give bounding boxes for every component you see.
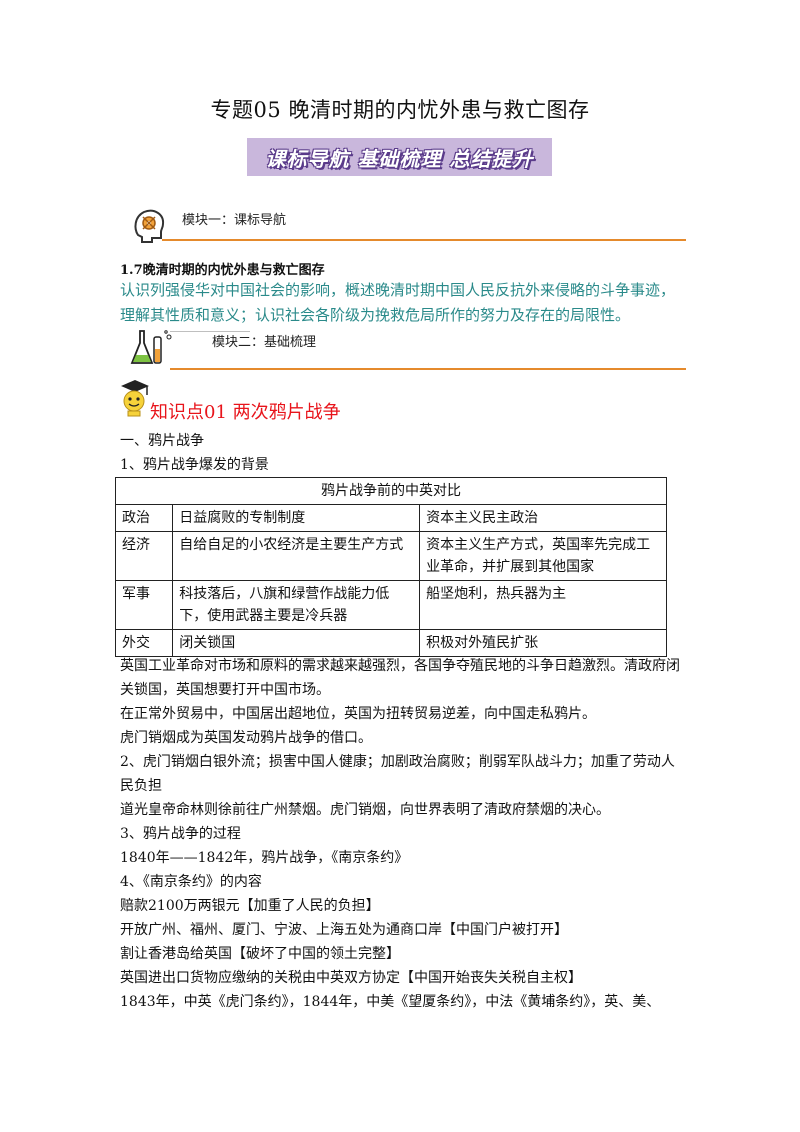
paragraph: 4、《南京条约》的内容	[120, 874, 262, 890]
table-row: 经济 自给自足的小农经济是主要生产方式 资本主义生产方式，英国率先完成工业革命，…	[114, 531, 667, 581]
table-row: 外交 闭关锁国 积极对外殖民扩张	[114, 629, 667, 657]
table-caption: 鸦片战争前的中英对比	[115, 477, 667, 505]
paragraph: 赔款2100万两银元【加重了人民的负担】	[120, 898, 380, 914]
table-cell: 科技落后，八旗和绿营作战能力低下，使用武器主要是冷兵器	[172, 580, 421, 630]
table-cell: 船坚炮利，热兵器为主	[419, 580, 667, 630]
body-paragraphs: 英国工业革命对市场和原料的需求越来越强烈，各国争夺殖民地的斗争日趋激烈。清政府闭…	[120, 654, 685, 1014]
table-row: 军事 科技落后，八旗和绿营作战能力低下，使用武器主要是冷兵器 船坚炮利，热兵器为…	[114, 580, 667, 630]
paragraph: 割让香港岛给英国【破坏了中国的领土完整】	[120, 946, 400, 962]
standard-body: 认识列强侵华对中国社会的影响，概述晚清时期中国人民反抗外来侵略的斗争事迹，理解其…	[120, 281, 676, 324]
section-banner: 课标导航 基础梳理 总结提升	[247, 138, 552, 176]
table-cell: 自给自足的小农经济是主要生产方式	[172, 531, 421, 581]
paragraph: 英国进出口货物应缴纳的关税由中英双方协定【中国开始丧失关税自主权】	[120, 970, 582, 986]
brain-gear-icon	[130, 205, 170, 245]
table-cell: 资本主义生产方式，英国率先完成工业革命，并扩展到其他国家	[419, 531, 667, 581]
standard-heading: 1.7晚清时期的内忧外患与救亡图存	[120, 263, 325, 278]
paragraph: 英国工业革命对市场和原料的需求越来越强烈，各国争夺殖民地的斗争日趋激烈。清政府闭…	[120, 658, 680, 698]
knowledge-point-title: 知识点01 两次鸦片战争	[150, 402, 341, 423]
table-caption-row: 鸦片战争前的中英对比	[115, 477, 667, 505]
table-cell: 政治	[114, 504, 174, 532]
module2-label: 模块二：基础梳理	[212, 335, 317, 350]
module1-rule	[162, 239, 686, 241]
table-cell: 积极对外殖民扩张	[419, 629, 667, 657]
paragraph: 2、虎门销烟白银外流；损害中国人健康；加剧政治腐败；削弱军队战斗力；加重了劳动人…	[120, 754, 675, 794]
lab-flask-icon	[130, 327, 176, 369]
table-cell: 闭关锁国	[172, 629, 421, 657]
scholar-mascot-icon	[117, 377, 151, 417]
table-cell: 经济	[114, 531, 174, 581]
table-cell: 外交	[114, 629, 174, 657]
section-heading: 一、鸦片战争	[120, 433, 204, 449]
table-cell: 军事	[114, 580, 174, 630]
banner-text: 课标导航 基础梳理 总结提升	[265, 146, 534, 171]
module1-label: 模块一：课标导航	[182, 213, 287, 228]
paragraph: 1843年，中英《虎门条约》，1844年，中美《望厦条约》，中法《黄埔条约》，英…	[120, 994, 661, 1010]
page-title: 专题05 晚清时期的内忧外患与救亡图存	[210, 98, 590, 122]
subsection-heading: 1、鸦片战争爆发的背景	[120, 457, 269, 473]
comparison-table: 鸦片战争前的中英对比 政治 日益腐败的专制制度 资本主义民主政治 经济 自给自足…	[114, 477, 667, 657]
table-row: 政治 日益腐败的专制制度 资本主义民主政治	[114, 504, 667, 532]
table-cell: 资本主义民主政治	[419, 504, 667, 532]
paragraph: 3、鸦片战争的过程	[120, 826, 241, 842]
paragraph: 虎门销烟成为英国发动鸦片战争的借口。	[120, 730, 372, 746]
paragraph: 开放广州、福州、厦门、宁波、上海五处为通商口岸【中国门户被打开】	[120, 922, 568, 938]
module2-top-rule	[170, 331, 250, 332]
paragraph: 在正常外贸易中，中国居出超地位，英国为扭转贸易逆差，向中国走私鸦片。	[120, 706, 596, 722]
table-cell: 日益腐败的专制制度	[172, 504, 421, 532]
paragraph: 1840年——1842年，鸦片战争，《南京条约》	[120, 850, 409, 866]
module2-rule	[170, 368, 686, 370]
paragraph: 道光皇帝命林则徐前往广州禁烟。虎门销烟，向世界表明了清政府禁烟的决心。	[120, 802, 610, 818]
